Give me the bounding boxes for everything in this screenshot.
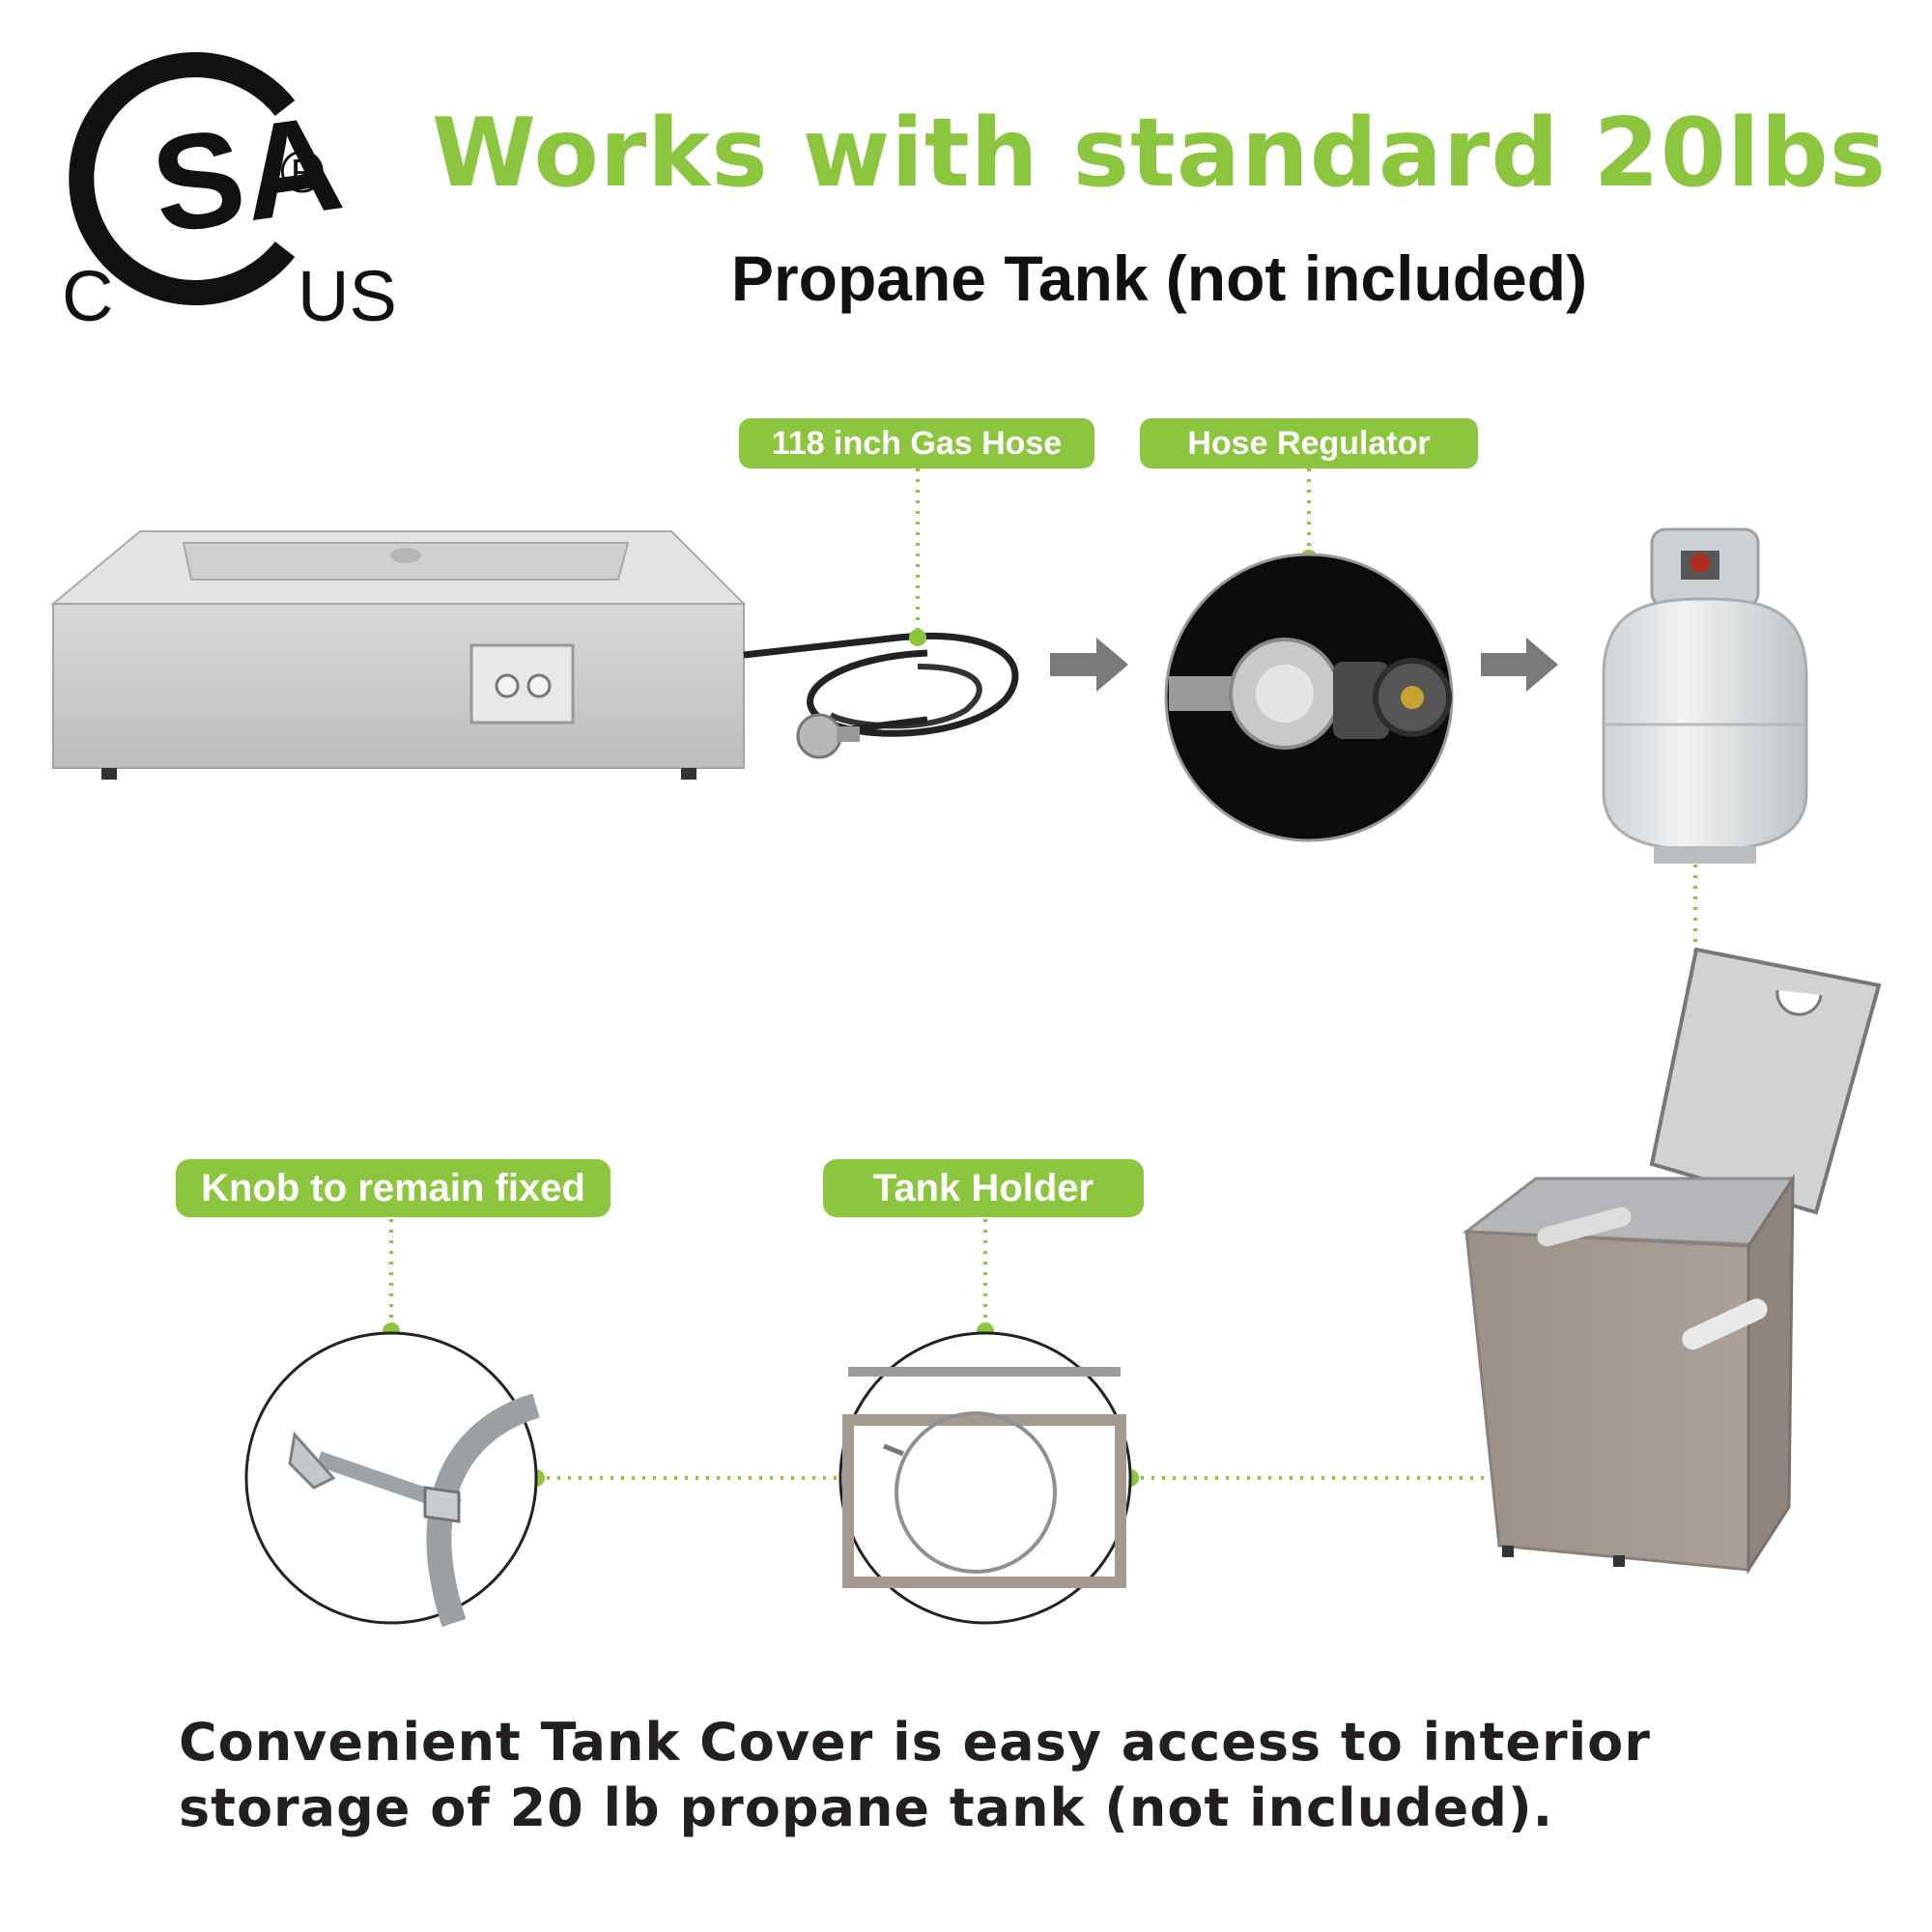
gas-hose-callout: 118 inch Gas Hose	[739, 418, 1094, 469]
knob-callout: Knob to remain fixed	[176, 1159, 611, 1217]
footer-line-1: Convenient Tank Cover is easy access to …	[179, 1712, 1651, 1773]
headline: Works with standard 20lbs	[431, 99, 1888, 209]
propane-tank-image	[1602, 527, 1808, 864]
arrow-icon	[1050, 638, 1558, 692]
tank-holder-callout: Tank Holder	[823, 1159, 1144, 1217]
callout-connectors	[389, 469, 1697, 1480]
footer-description: Convenient Tank Cover is easy access to …	[179, 1710, 1898, 1841]
subheadline: Propane Tank (not included)	[730, 242, 1588, 314]
hose-regulator-image	[1164, 553, 1454, 842]
gas-hose-image	[743, 633, 1019, 759]
fire-table-image	[50, 530, 747, 780]
csa-us-letters: US	[298, 256, 397, 336]
tank-cover-box-image	[1462, 947, 1882, 1576]
tank-holder-detail-image	[838, 1331, 1132, 1625]
knob-detail-image	[244, 1331, 540, 1628]
svg-text:SA: SA	[143, 86, 350, 263]
registered-mark: ®	[280, 139, 325, 206]
hose-regulator-callout: Hose Regulator	[1140, 418, 1478, 469]
footer-line-2: storage of 20 lb propane tank (not inclu…	[179, 1777, 1554, 1838]
csa-c-letter: C	[62, 256, 114, 336]
